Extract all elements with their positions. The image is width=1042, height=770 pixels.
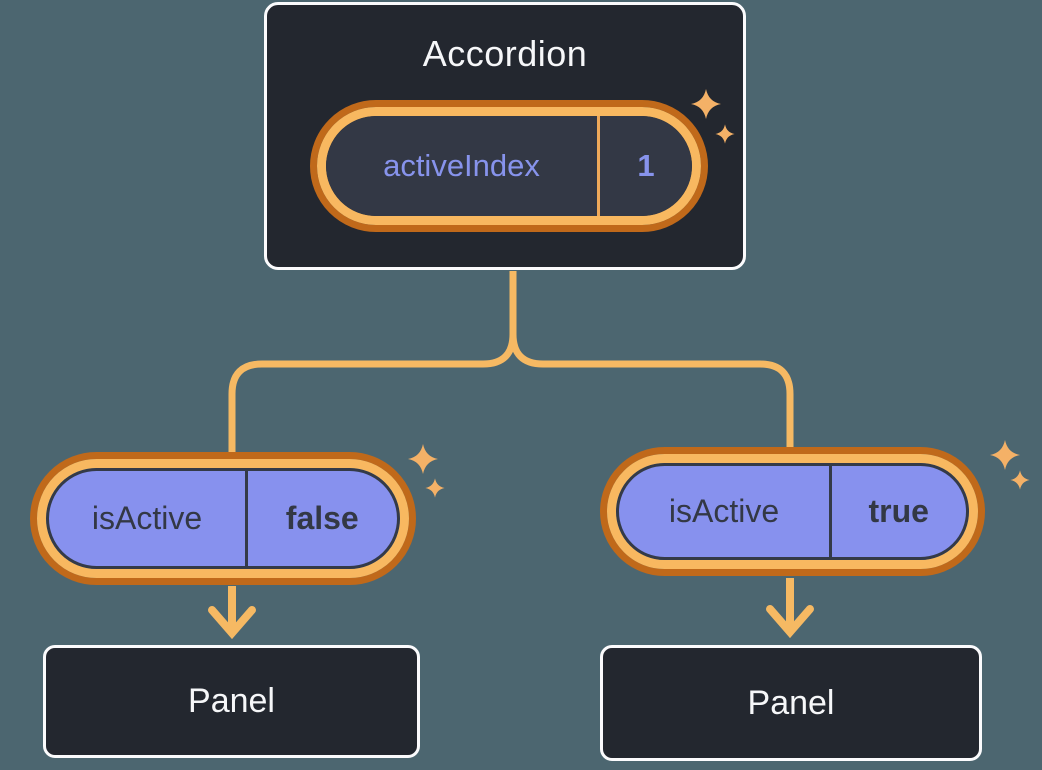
arrow-head-left xyxy=(208,606,256,640)
prop-pill-right-inner-ring: isActive true xyxy=(607,454,978,569)
panel-label-right: Panel xyxy=(747,683,835,722)
arrow-head-right xyxy=(766,605,814,639)
state-pill-divider xyxy=(597,116,600,216)
prop-pill-right-core: isActive true xyxy=(616,463,969,560)
state-pill-inner-ring: activeIndex 1 xyxy=(317,107,701,225)
prop-pill-left-core: isActive false xyxy=(46,468,400,569)
accordion-node: Accordion activeIndex 1 xyxy=(264,2,746,270)
prop-name-right: isActive xyxy=(668,493,780,529)
state-pill-core: activeIndex 1 xyxy=(326,116,692,216)
panel-node-left: Panel xyxy=(43,645,420,758)
prop-pill-right: isActive true xyxy=(600,447,985,576)
prop-value-left: false xyxy=(285,500,359,536)
state-value: 1 xyxy=(637,148,655,183)
prop-pill-right-divider xyxy=(829,466,832,557)
prop-pill-left: isActive false xyxy=(30,452,416,585)
panel-label-left: Panel xyxy=(188,682,275,720)
branch-line-right xyxy=(509,271,794,448)
prop-name-left: isActive xyxy=(91,500,203,536)
prop-pill-left-divider xyxy=(245,471,248,566)
state-name: activeIndex xyxy=(383,148,540,183)
panel-node-right: Panel xyxy=(600,645,982,761)
prop-pill-left-inner-ring: isActive false xyxy=(37,459,409,578)
state-pill: activeIndex 1 xyxy=(310,100,708,232)
branch-line-left xyxy=(228,271,517,452)
accordion-title: Accordion xyxy=(422,33,588,74)
prop-value-right: true xyxy=(868,493,929,529)
